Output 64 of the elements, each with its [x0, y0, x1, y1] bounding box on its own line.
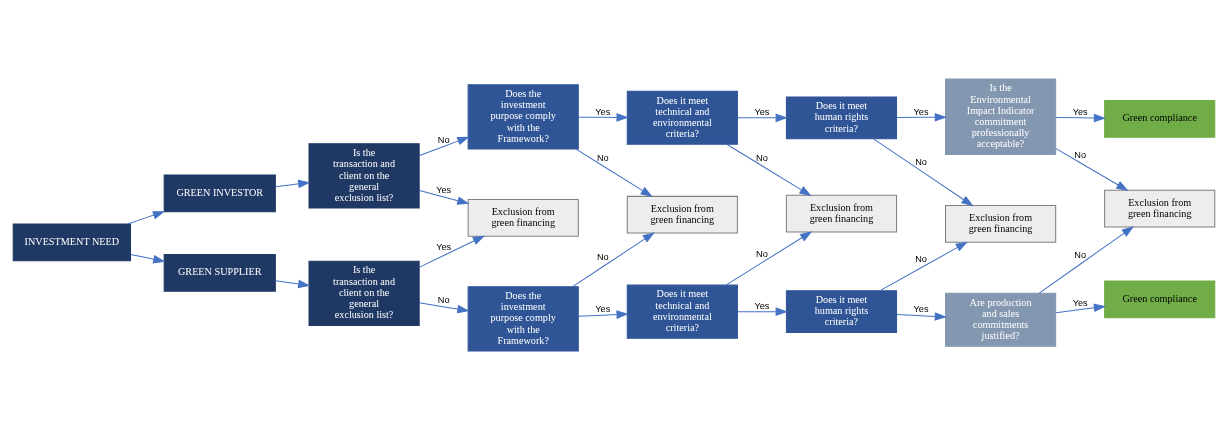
node-box: Exclusion from green financing: [1104, 189, 1216, 227]
arrow: [575, 148, 653, 197]
arrow: [896, 311, 947, 321]
edge-label: Yes: [1072, 297, 1088, 308]
arrow: [274, 279, 311, 288]
node-box: Does it meet technical and environmental criteria?: [626, 284, 738, 339]
arrow: [896, 112, 947, 122]
edge-label: Yes: [1072, 106, 1088, 117]
arrow: [419, 136, 470, 156]
node-box: Exclusion from green financing: [626, 195, 738, 234]
edge-label: Yes: [754, 106, 770, 117]
edge-label: No: [756, 152, 768, 163]
edge-label: No: [915, 156, 927, 167]
node-box: GREEN INVESTOR: [163, 173, 276, 212]
edge-label: No: [437, 134, 450, 145]
arrow: [127, 210, 166, 224]
node-box: Green compliance: [1104, 280, 1216, 318]
edge-label: No: [1074, 249, 1087, 260]
node-box: Is the Environmental Impact Indicator commitment professionally acceptable?: [945, 78, 1057, 155]
node-box: GREEN SUPPLIER: [163, 253, 276, 292]
node-box: Green compliance: [1104, 99, 1216, 138]
node-box: INVESTMENT NEED: [12, 222, 131, 261]
edge-label: Yes: [436, 241, 452, 252]
edge-label: Yes: [913, 303, 929, 314]
arrow: [1038, 225, 1134, 294]
arrow: [578, 309, 629, 319]
arrow: [737, 306, 788, 316]
node-box: Does it meet human rights criteria?: [785, 289, 898, 333]
arrow: [879, 241, 968, 291]
edge-label: No: [756, 248, 768, 259]
node-box: Does it meet human rights criteria?: [785, 95, 898, 139]
node-box: Are production and sales commitments justified?: [945, 292, 1057, 347]
node-box: Is the transaction and client on the general exclusion list?: [308, 142, 420, 209]
edge-label: Yes: [436, 184, 452, 195]
edge-label: Yes: [595, 303, 611, 314]
arrow: [726, 143, 812, 196]
arrow: [419, 189, 470, 205]
arrow: [418, 301, 470, 313]
arrow: [1055, 147, 1129, 191]
arrow: [578, 112, 629, 122]
arrow: [419, 235, 485, 268]
edge-label: No: [437, 294, 450, 305]
arrow: [572, 231, 655, 287]
node-box: Exclusion from green financing: [467, 198, 579, 237]
arrow: [1055, 303, 1107, 313]
node-box: Does it meet technical and environmental criteria?: [626, 90, 738, 145]
edge-label: Yes: [595, 106, 611, 117]
arrow: [1055, 113, 1107, 122]
node-box: Does the investment purpose comply with the Framework?: [467, 285, 579, 351]
node-box: Does the investment purpose comply with the Framework?: [467, 83, 579, 149]
node-box: Exclusion from green financing: [945, 204, 1057, 243]
edge-label: No: [596, 152, 609, 163]
node-box: Exclusion from green financing: [785, 194, 898, 233]
node-box: Is the transaction and client on the general exclusion list?: [308, 260, 420, 326]
arrow: [725, 230, 813, 285]
edge-label: No: [1074, 149, 1087, 160]
arrow: [737, 113, 788, 122]
edge-label: Yes: [754, 300, 770, 311]
arrow: [130, 253, 166, 263]
arrow: [873, 137, 974, 206]
edge-label: Yes: [913, 106, 929, 117]
edge-label: No: [915, 253, 927, 264]
edge-label: No: [596, 251, 609, 262]
arrow: [274, 179, 311, 188]
